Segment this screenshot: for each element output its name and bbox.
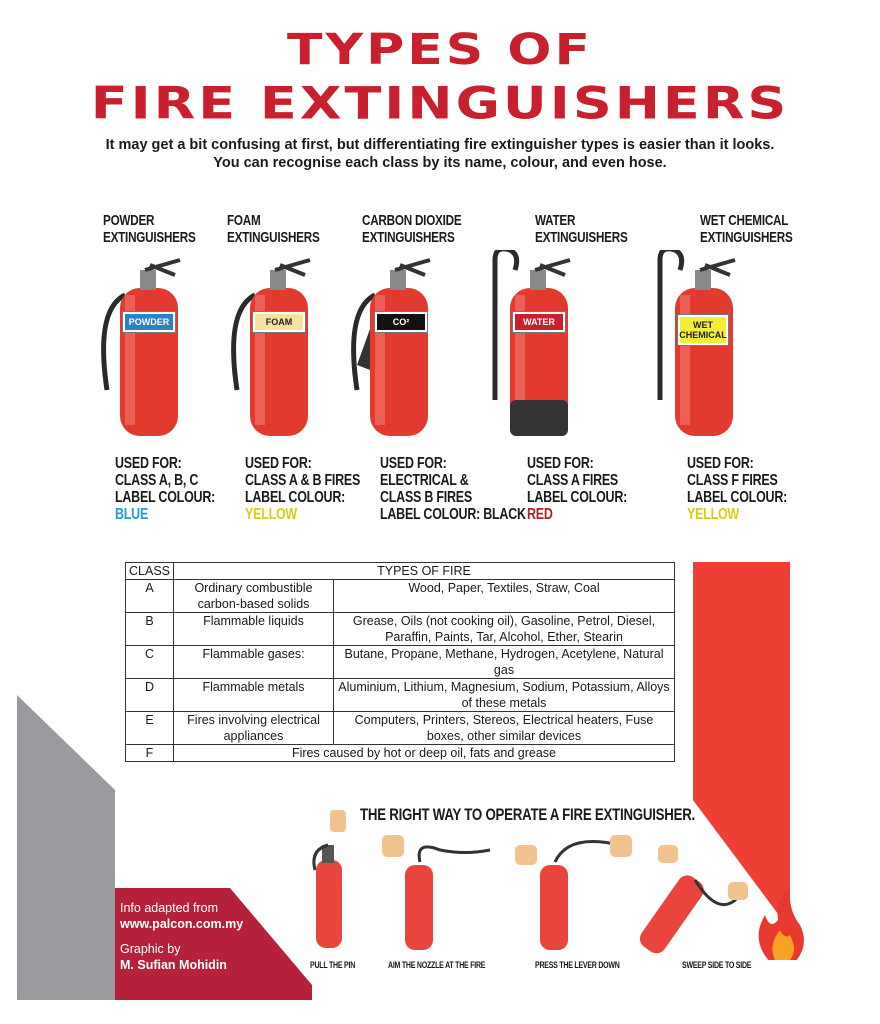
hose <box>492 246 520 400</box>
class-cell: C <box>125 645 174 679</box>
label-colour: YELLOW <box>245 506 297 523</box>
desc-cell: Fires involving electrical appliances <box>173 711 334 745</box>
types-cell: Grease, Oils (not cooking oil), Gasoline… <box>333 612 675 646</box>
desc-cell: Ordinary combustible carbon-based solids <box>173 579 334 613</box>
label-colour: YELLOW <box>687 506 739 523</box>
class-cell: F <box>125 744 174 762</box>
label-colour: RED <box>527 506 553 523</box>
desc-cell: Flammable liquids <box>173 612 334 646</box>
hose <box>657 246 685 400</box>
types-cell: Butane, Propane, Methane, Hydrogen, Acet… <box>333 645 675 679</box>
gray-shape <box>17 695 115 1000</box>
credits-source-url: www.palcon.com.my <box>120 917 244 931</box>
hose <box>101 292 127 391</box>
class-cell: A <box>125 579 174 613</box>
extinguisher-label: CO² <box>374 311 428 333</box>
types-cell: Aluminium, Lithium, Magnesium, Sodium, P… <box>333 678 675 712</box>
class-cell: D <box>125 678 174 712</box>
desc-cell: Flammable metals <box>173 678 334 712</box>
steps-illustration <box>312 810 804 960</box>
step-sweep-illustration <box>639 875 704 954</box>
step-press-lever-illustration <box>515 835 632 950</box>
class-cell: E <box>125 711 174 745</box>
extinguisher-illustration: FOAM <box>225 250 335 440</box>
credits-source-label: Info adapted from <box>120 901 218 915</box>
extinguisher-illustration: WATER <box>485 246 595 440</box>
hose <box>231 292 257 391</box>
red-shape <box>693 562 790 930</box>
extinguisher-label: FOAM <box>252 311 306 333</box>
subtitle: It may get a bit confusing at first, but… <box>105 137 775 171</box>
label-colour: LABEL COLOUR: BLACK <box>380 506 526 523</box>
label-colour: BLUE <box>115 506 149 523</box>
steps-title: THE RIGHT WAY TO OPERATE A FIRE EXTINGUI… <box>360 805 696 824</box>
credits-author: M. Sufian Mohidin <box>120 958 227 972</box>
extinguisher-illustration: WET CHEMICAL <box>650 246 760 440</box>
extinguisher-illustration: CO² <box>345 250 455 440</box>
extinguisher-usage: USED FOR:ELECTRICAL &CLASS B FIRES LABEL… <box>380 455 526 523</box>
step-caption: PRESS THE LEVER DOWN <box>535 960 620 970</box>
hose <box>351 292 377 391</box>
step-aim-nozzle-illustration <box>382 835 491 950</box>
class-header: CLASS <box>125 562 174 580</box>
types-cell: Computers, Printers, Stereos, Electrical… <box>333 711 675 745</box>
extinguisher-illustration: POWDER <box>95 250 205 440</box>
step-pull-pin-illustration <box>312 810 346 948</box>
desc-cell: Flammable gases: <box>173 645 334 679</box>
types-cell: Fires caused by hot or deep oil, fats an… <box>173 744 675 762</box>
class-cell: B <box>125 612 174 646</box>
title-line-2: FIRE EXTINGUISHERS <box>90 77 790 130</box>
step-caption: SWEEP SIDE TO SIDE <box>682 960 752 970</box>
step-caption: PULL THE PIN <box>310 960 356 970</box>
credits-panel <box>115 888 312 1000</box>
types-header: TYPES OF FIRE <box>173 562 675 580</box>
credits-graphic-label: Graphic by <box>120 942 181 956</box>
extinguisher-label: WATER <box>512 311 566 333</box>
step-caption: AIM THE NOZZLE AT THE FIRE <box>388 960 486 970</box>
title-line-1: TYPES OF <box>286 25 594 75</box>
extinguisher-label: POWDER <box>122 311 176 333</box>
extinguisher-label: WET CHEMICAL <box>677 314 729 346</box>
flame-icon <box>758 888 804 960</box>
types-cell: Wood, Paper, Textiles, Straw, Coal <box>333 579 675 613</box>
